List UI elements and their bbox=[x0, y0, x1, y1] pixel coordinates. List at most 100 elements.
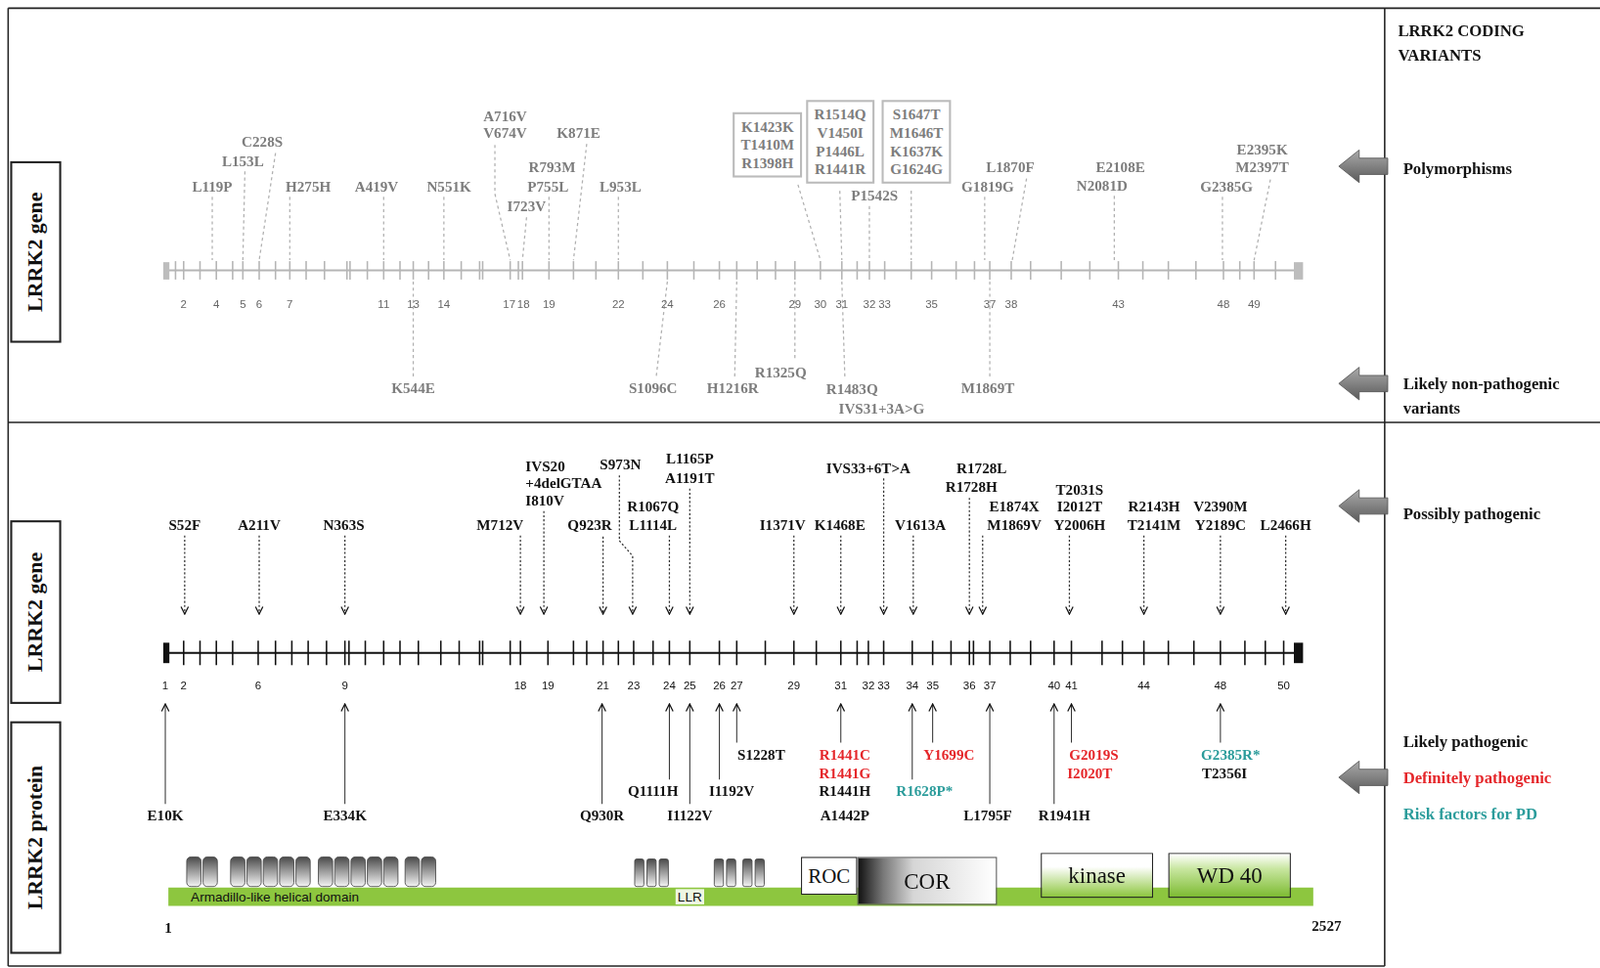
variant-label: M1869T bbox=[961, 380, 1016, 399]
exon-number: 2 bbox=[180, 295, 187, 313]
category-label: Polymorphisms bbox=[1403, 159, 1512, 178]
variant-label: T2031S bbox=[1055, 481, 1104, 499]
pointer-arrow bbox=[1053, 704, 1055, 804]
exon-tick bbox=[1283, 640, 1286, 666]
armadillo-repeat bbox=[246, 856, 262, 887]
exon-number: 31 bbox=[834, 676, 847, 695]
lrr-repeat bbox=[634, 859, 644, 888]
armadillo-repeat bbox=[279, 856, 295, 887]
exon-number: 32 bbox=[862, 676, 876, 695]
variant-label: T2141M bbox=[1127, 516, 1182, 534]
leader-line bbox=[910, 190, 912, 261]
variant-label: C228S bbox=[241, 133, 283, 151]
exon-tick bbox=[1060, 261, 1063, 280]
exon-number: 27 bbox=[730, 676, 744, 695]
exon-tick bbox=[399, 261, 401, 280]
exon-tick bbox=[1239, 261, 1242, 280]
exon-tick bbox=[1193, 640, 1196, 666]
exon-tick bbox=[175, 261, 178, 280]
variant-label: E1874X bbox=[988, 498, 1039, 517]
exon-number: 37 bbox=[983, 676, 997, 695]
variant-label: I810V bbox=[525, 491, 565, 510]
leader-line bbox=[548, 196, 550, 261]
variant-label: Q1111H bbox=[627, 783, 678, 801]
leader-line bbox=[522, 217, 527, 261]
exon-tick bbox=[736, 261, 739, 280]
exon-tick bbox=[736, 640, 739, 666]
node-text: LRRK2 gene bbox=[22, 192, 48, 312]
pointer-arrow bbox=[840, 704, 842, 744]
leader-line bbox=[840, 190, 843, 261]
leader-line bbox=[842, 281, 845, 379]
leader-line bbox=[289, 196, 291, 261]
variant-label: G1819G bbox=[961, 177, 1015, 196]
gene-end-cap bbox=[1293, 262, 1303, 280]
exon-tick bbox=[274, 640, 277, 666]
exon-tick bbox=[458, 640, 461, 666]
exon-tick bbox=[932, 640, 934, 666]
pointer-arrow bbox=[258, 535, 260, 615]
exon-tick bbox=[617, 261, 620, 280]
frame-line bbox=[1383, 7, 1386, 967]
variant-label: E2395K bbox=[1237, 141, 1289, 160]
exon-number: 43 bbox=[1111, 295, 1125, 313]
frame-line bbox=[7, 965, 1385, 968]
exon-tick bbox=[868, 261, 871, 280]
variant-label: Y2006H bbox=[1053, 516, 1106, 534]
exon-tick bbox=[718, 640, 721, 666]
exon-tick bbox=[289, 261, 292, 280]
row-label-box: LRRK2 gene bbox=[9, 161, 61, 344]
exon-number: 4 bbox=[213, 295, 220, 313]
armadillo-repeat bbox=[186, 856, 202, 887]
variant-label: N363S bbox=[323, 516, 365, 534]
variant-label: S1228T bbox=[737, 746, 786, 764]
exon-tick bbox=[412, 261, 415, 280]
variant-label: 1 bbox=[164, 920, 173, 938]
pointer-arrow bbox=[602, 536, 604, 615]
exon-number: 34 bbox=[905, 676, 919, 695]
gene-end-cap bbox=[163, 642, 170, 664]
exon-tick bbox=[573, 640, 576, 666]
leader-line bbox=[443, 196, 445, 261]
node-text: kinase bbox=[1067, 862, 1126, 889]
node-text: LRRK2 protein bbox=[22, 765, 48, 911]
exon-tick bbox=[602, 640, 605, 666]
exon-tick bbox=[307, 640, 310, 666]
exon-tick bbox=[1101, 640, 1104, 666]
exon-tick bbox=[1219, 640, 1222, 666]
variant-label: R1325Q bbox=[755, 363, 807, 382]
exon-number: 30 bbox=[813, 295, 827, 313]
variant-label: G2385R* bbox=[1200, 746, 1261, 764]
leader-line bbox=[259, 153, 276, 262]
exon-tick bbox=[841, 261, 844, 280]
exon-tick bbox=[840, 640, 843, 666]
pointer-arrow bbox=[668, 704, 670, 780]
lrr-repeat bbox=[713, 859, 723, 888]
armadillo-repeat bbox=[367, 856, 383, 887]
exon-tick bbox=[573, 261, 576, 280]
block-arrow bbox=[1338, 489, 1388, 523]
pointer-arrow bbox=[1219, 704, 1221, 744]
domain-box: COR bbox=[856, 856, 997, 905]
exon-tick bbox=[231, 640, 234, 666]
variant-label: R1441H bbox=[818, 783, 871, 801]
armadillo-repeat bbox=[404, 856, 420, 887]
variant-label: I1122V bbox=[666, 807, 712, 826]
exon-tick bbox=[519, 640, 522, 666]
leader-line bbox=[383, 196, 385, 261]
exon-tick bbox=[1117, 261, 1120, 280]
variant-label: A716V bbox=[483, 107, 528, 126]
node-text: LLR bbox=[675, 888, 705, 905]
exon-tick bbox=[884, 261, 887, 280]
node-text: V1450I bbox=[814, 123, 867, 142]
block-arrow bbox=[1338, 367, 1388, 400]
variant-label: V1613A bbox=[894, 516, 946, 534]
variant-group-box: S1647TM1646TK1637KG1624G bbox=[881, 99, 951, 184]
pointer-arrow bbox=[840, 535, 842, 615]
variant-label: V674V bbox=[483, 125, 528, 143]
exon-tick bbox=[856, 640, 859, 666]
exon-number: 25 bbox=[683, 676, 697, 695]
exon-number: 6 bbox=[255, 676, 262, 695]
leader-line bbox=[412, 281, 414, 378]
